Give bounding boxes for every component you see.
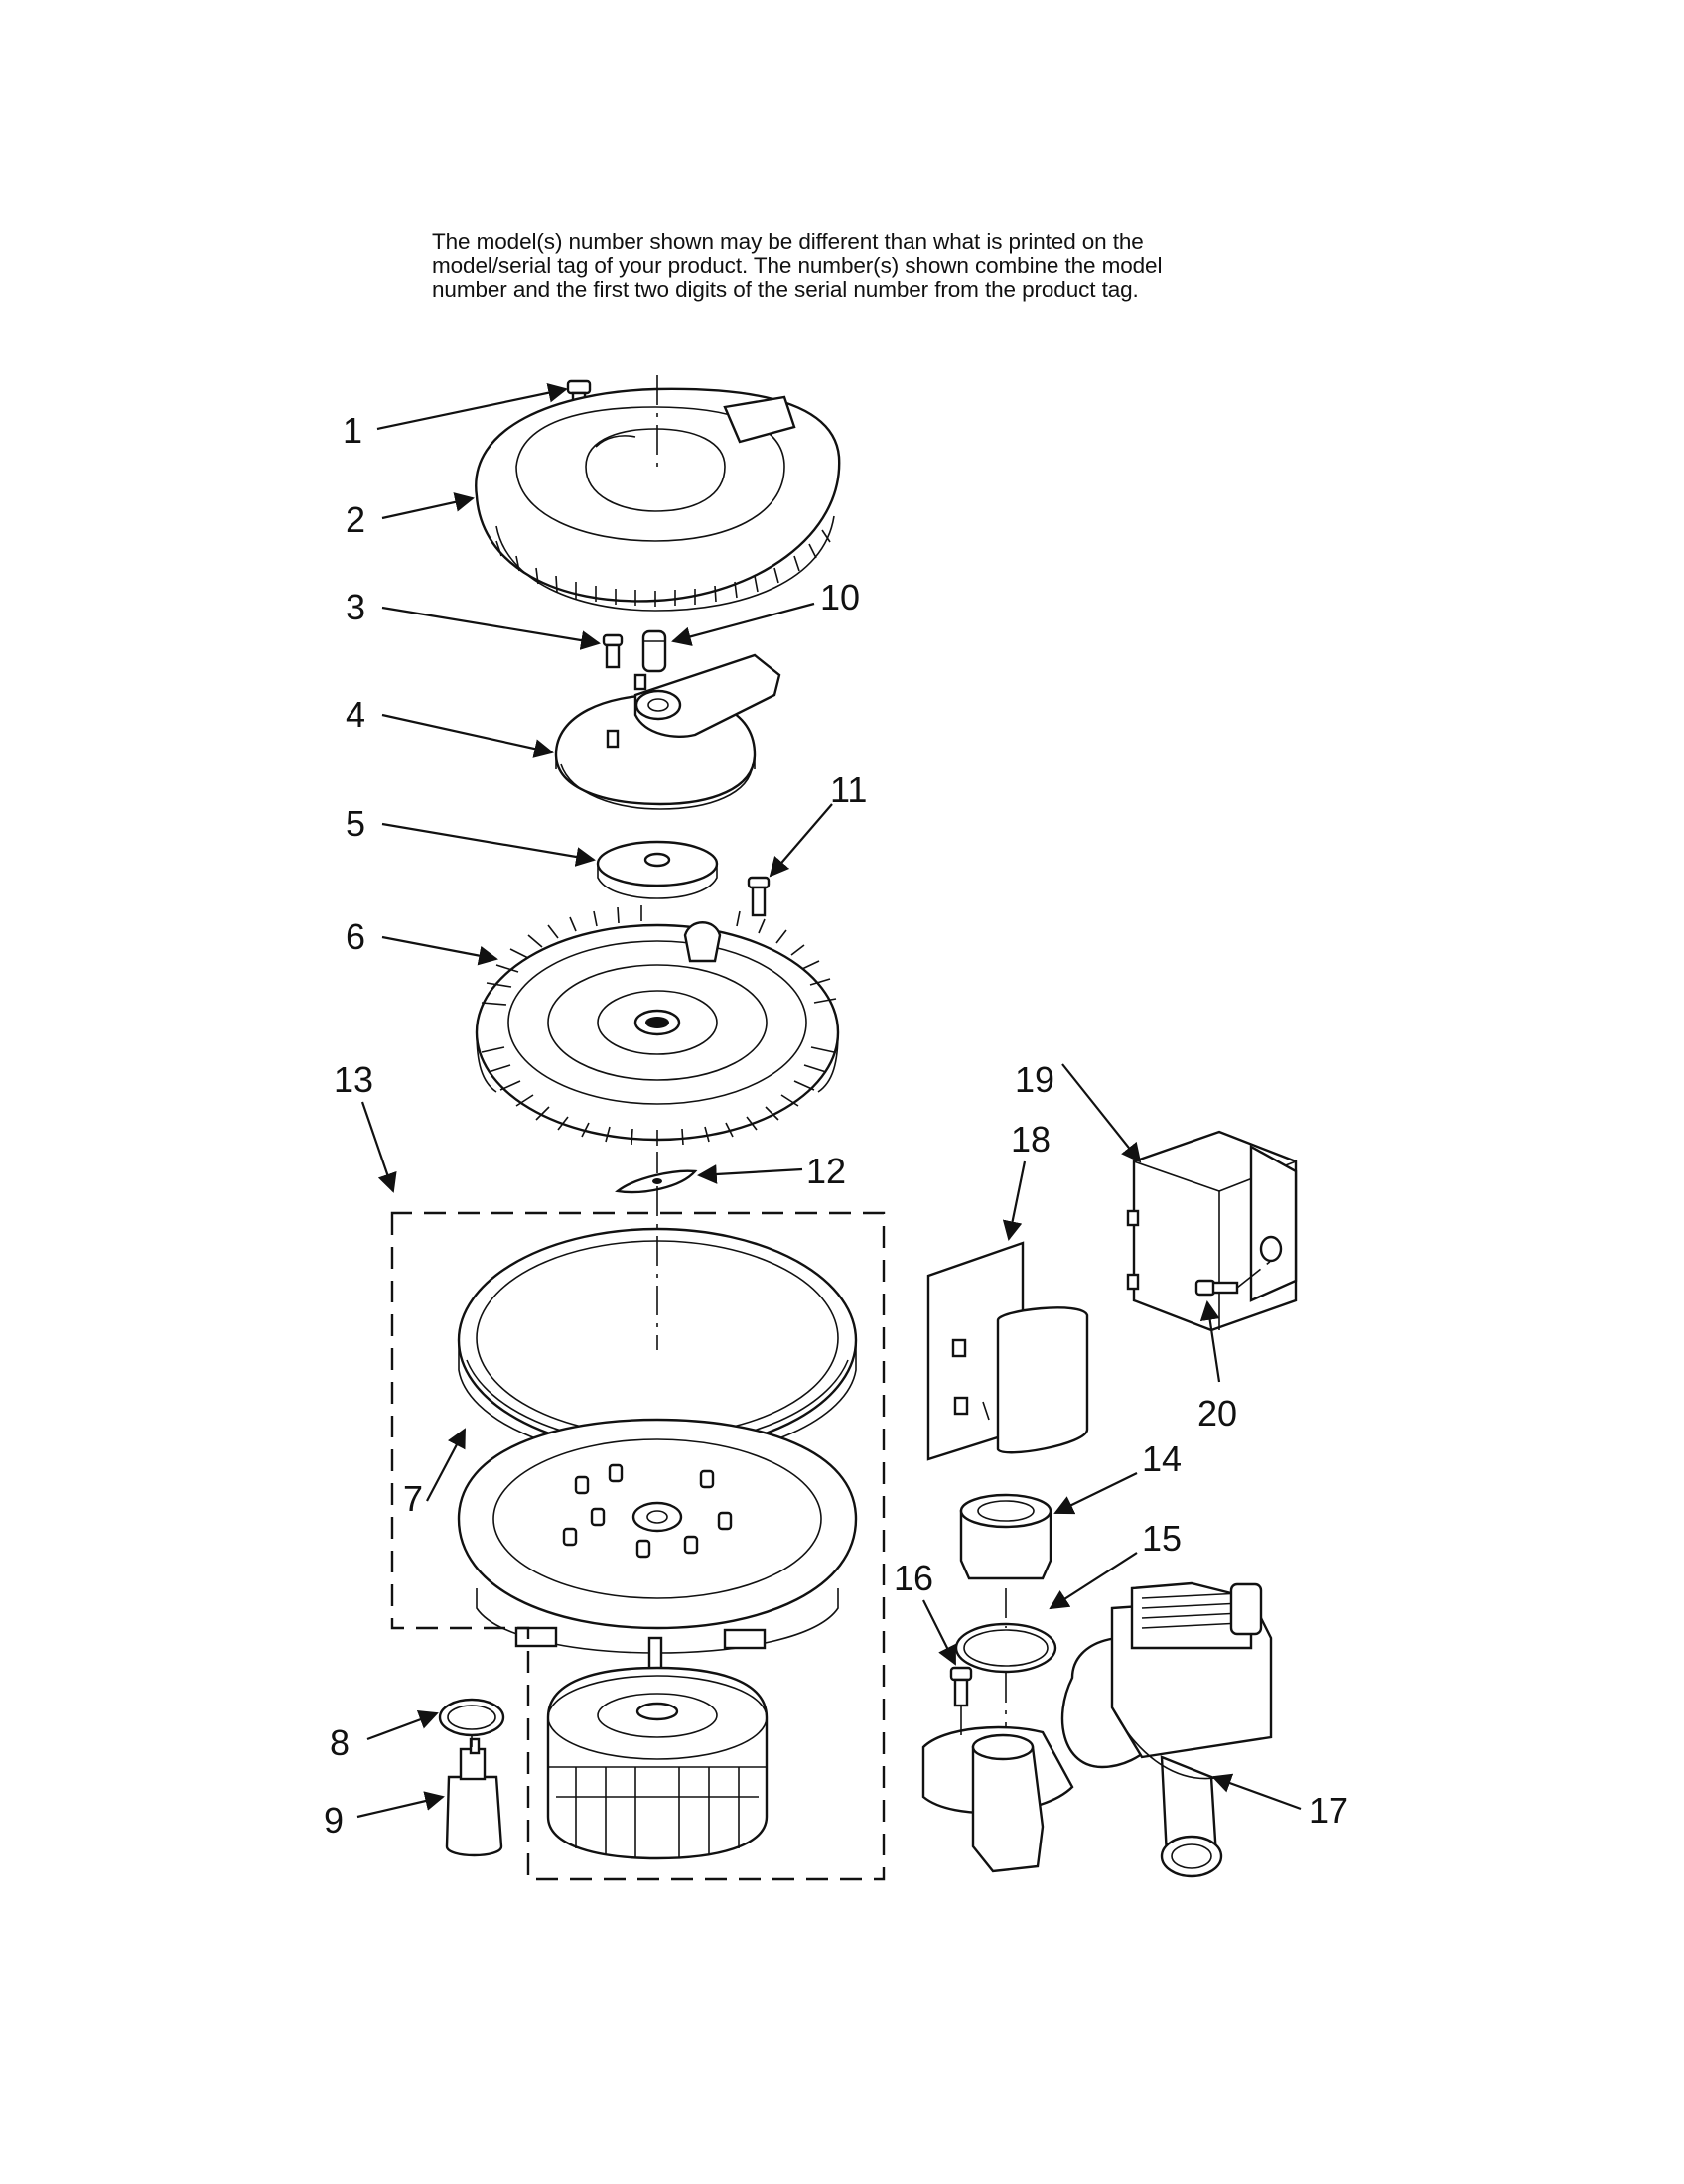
notice-line-1: The model(s) number shown may be differe… xyxy=(432,229,1144,254)
callout-4: 4 xyxy=(346,694,365,735)
part-17-drain-pump xyxy=(921,1581,1273,1878)
callout-14: 14 xyxy=(1142,1438,1182,1479)
callout-10: 10 xyxy=(820,577,860,617)
callout-6: 6 xyxy=(346,916,365,957)
callout-18: 18 xyxy=(1011,1119,1051,1160)
callout-11: 11 xyxy=(830,769,867,810)
part-12-gasket xyxy=(615,1169,698,1194)
part-4-housing xyxy=(554,653,781,810)
callout-13: 13 xyxy=(334,1059,373,1100)
part-5-impeller xyxy=(596,840,719,899)
callout-20: 20 xyxy=(1197,1393,1237,1433)
callout-17: 17 xyxy=(1309,1790,1348,1831)
notice-line-3: number and the first two digits of the s… xyxy=(432,277,1139,302)
callout-3: 3 xyxy=(346,587,365,627)
part-14-collar xyxy=(959,1493,1052,1580)
model-number-notice: The model(s) number shown may be differe… xyxy=(432,230,1345,302)
part-18-bracket xyxy=(926,1241,1089,1461)
part-8-o-ring xyxy=(438,1698,505,1737)
part-motor xyxy=(546,1636,769,1860)
part-6-finned-disc xyxy=(475,905,840,1146)
part-15-ring xyxy=(954,1622,1057,1674)
assembly-13-boundary xyxy=(390,1211,886,1881)
part-3-screw xyxy=(602,633,624,669)
callout-8: 8 xyxy=(330,1722,350,1763)
callout-16: 16 xyxy=(894,1558,933,1598)
callout-19: 19 xyxy=(1015,1059,1054,1100)
callout-1: 1 xyxy=(343,410,362,451)
callout-15: 15 xyxy=(1142,1518,1182,1559)
part-16-screw xyxy=(949,1666,973,1707)
callout-labels: 1 2 3 4 5 6 7 8 9 10 11 12 13 14 15 16 1… xyxy=(324,410,1348,1841)
part-20-screw xyxy=(1194,1279,1239,1297)
callout-12: 12 xyxy=(806,1151,846,1191)
callout-9: 9 xyxy=(324,1800,344,1841)
callout-5: 5 xyxy=(346,803,365,844)
center-lines xyxy=(471,375,1272,1747)
notice-line-2: model/serial tag of your product. The nu… xyxy=(432,253,1163,278)
part-10-pin xyxy=(641,629,667,673)
part-13-base xyxy=(457,1418,858,1654)
part-9-sensor xyxy=(445,1737,503,1857)
part-19-box xyxy=(1126,1130,1298,1332)
leader-arrows xyxy=(356,382,1302,1819)
part-2-cover xyxy=(475,387,841,612)
part-11-screw xyxy=(747,876,771,917)
callout-7: 7 xyxy=(403,1478,423,1519)
callout-2: 2 xyxy=(346,499,365,540)
